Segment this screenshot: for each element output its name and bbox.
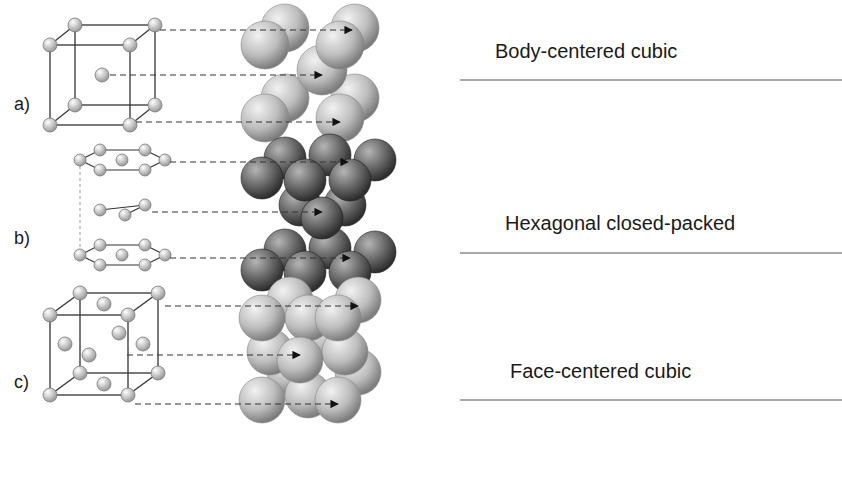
fcc-cell-atoms [43,286,165,402]
bcc-unit-cell [50,25,155,125]
dashed-arrows-b [152,162,350,258]
bcc-sphere-model [241,4,379,142]
fcc-sphere-model [239,277,381,423]
answer-text: Face-centered cubic [510,360,691,383]
part-letter: a) [14,94,30,115]
part-letter: b) [14,228,30,249]
hcp-cell-atoms [74,144,171,271]
answer-text: Body-centered cubic [495,40,677,63]
part-letter: c) [14,372,29,393]
answer-text: Hexagonal closed-packed [505,212,735,235]
fcc-unit-cell [50,293,158,395]
answer-lines [460,80,842,400]
dashed-arrows-a [110,30,352,122]
hcp-sphere-model [241,134,396,293]
hcp-unit-cell [80,150,165,265]
dashed-arrows-c [127,306,358,404]
